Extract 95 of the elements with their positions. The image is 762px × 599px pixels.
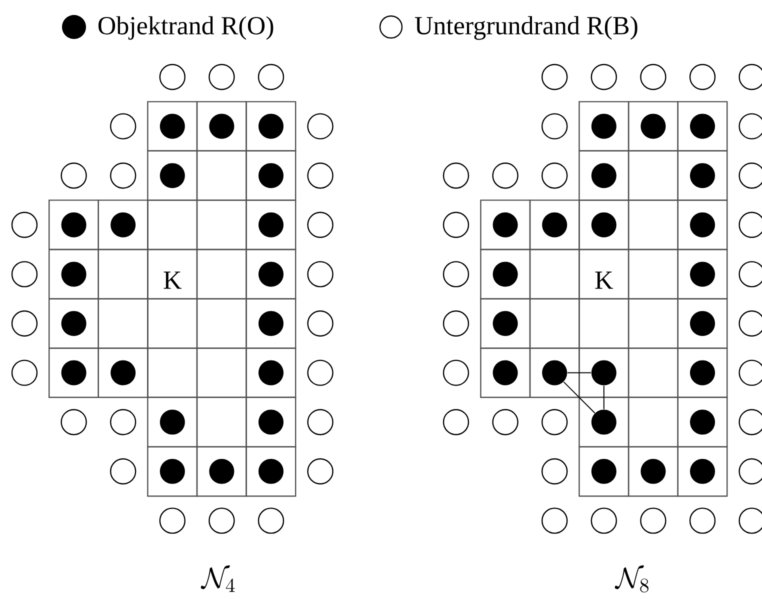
filled-dot	[258, 212, 284, 238]
filled-dot	[209, 114, 234, 139]
hollow-circle	[492, 162, 518, 189]
hollow-circle	[110, 408, 136, 436]
hollow-circle	[110, 162, 136, 189]
filled-dot	[110, 360, 136, 386]
hollow-circle	[442, 212, 470, 238]
hollow-circle	[258, 508, 284, 534]
hollow-circle	[307, 458, 334, 484]
hollow-circle	[159, 64, 186, 90]
hollow-circle	[542, 113, 568, 140]
filled-dot	[640, 114, 666, 139]
hollow-circle	[542, 458, 568, 484]
hollow-circle	[307, 408, 334, 436]
grid-cell: K	[578, 248, 630, 300]
filled-dot	[492, 360, 518, 386]
filled-dot	[690, 163, 715, 188]
hollow-circle	[208, 508, 235, 534]
filled-dot	[591, 410, 616, 435]
hollow-circle	[60, 408, 87, 436]
hollow-circle	[307, 261, 334, 288]
filled-dot	[690, 212, 715, 238]
filled-dot	[591, 458, 616, 484]
filled-dot	[258, 410, 284, 435]
hollow-circle	[640, 64, 666, 90]
hollow-circle	[542, 508, 568, 534]
filled-dot	[258, 163, 284, 188]
hollow-circle	[11, 360, 38, 386]
filled-dot	[110, 212, 136, 238]
filled-dot	[258, 458, 284, 484]
hollow-circle	[640, 508, 666, 534]
filled-dot	[492, 212, 518, 238]
grid-cell: K	[147, 248, 198, 300]
filled-dot	[690, 114, 715, 139]
hollow-circle	[442, 162, 470, 189]
hollow-circle	[307, 113, 334, 140]
filled-dot	[258, 311, 284, 336]
filled-dot	[160, 410, 185, 435]
filled-dot	[61, 311, 86, 336]
hollow-circle	[542, 162, 568, 189]
hollow-circle	[60, 162, 87, 189]
hollow-circle	[442, 408, 470, 436]
hollow-circle	[208, 64, 235, 90]
hollow-circle	[307, 360, 334, 386]
hollow-circle	[442, 261, 470, 288]
filled-dot	[690, 410, 715, 435]
hollow-circle	[159, 508, 186, 534]
filled-dot	[160, 163, 185, 188]
filled-dot	[591, 212, 616, 238]
hollow-circle	[11, 212, 38, 238]
filled-dot	[690, 458, 715, 484]
filled-dot	[258, 360, 284, 386]
filled-dot	[61, 360, 86, 386]
hollow-circle	[110, 458, 136, 484]
filled-dot	[591, 360, 616, 386]
hollow-circle	[11, 261, 38, 288]
hollow-circle	[442, 360, 470, 386]
filled-dot	[258, 114, 284, 139]
hollow-circle	[258, 64, 284, 90]
filled-dot	[591, 114, 616, 139]
filled-dot	[160, 114, 185, 139]
filled-dot	[492, 262, 518, 287]
filled-dot	[690, 262, 715, 287]
hollow-circle	[307, 162, 334, 189]
hollow-circle	[542, 408, 568, 436]
filled-dot	[61, 262, 86, 287]
hollow-circle	[590, 508, 617, 534]
legend-text: Untergrundrand R(B)	[414, 16, 638, 40]
filled-dot	[542, 360, 568, 386]
filled-dot	[690, 311, 715, 336]
filled-dot	[61, 212, 86, 238]
filled-dot	[160, 458, 185, 484]
hollow-circle	[689, 508, 716, 534]
connecting-line	[563, 381, 596, 414]
filled-dot	[209, 458, 234, 484]
filled-dot	[492, 311, 518, 336]
hollow-circle	[492, 408, 518, 436]
filled-dot	[258, 262, 284, 287]
connecting-line	[603, 385, 604, 410]
hollow-circle	[442, 310, 470, 337]
filled-dot	[690, 360, 715, 386]
hollow-circle	[307, 212, 334, 238]
panel-label: $\mathcal{N}_4$	[200, 565, 235, 592]
hollow-circle	[590, 64, 617, 90]
hollow-circle	[11, 310, 38, 337]
connecting-line	[567, 372, 592, 374]
hollow-circle	[542, 64, 568, 90]
panel-label: $\mathcal{N}_8$	[614, 565, 648, 592]
filled-dot	[542, 212, 568, 238]
hollow-circle	[689, 64, 716, 90]
legend-text: Objektrand R(O)	[98, 16, 274, 40]
hollow-circle	[307, 310, 334, 337]
filled-dot	[591, 163, 616, 188]
filled-dot	[640, 458, 666, 484]
hollow-circle	[110, 113, 136, 140]
